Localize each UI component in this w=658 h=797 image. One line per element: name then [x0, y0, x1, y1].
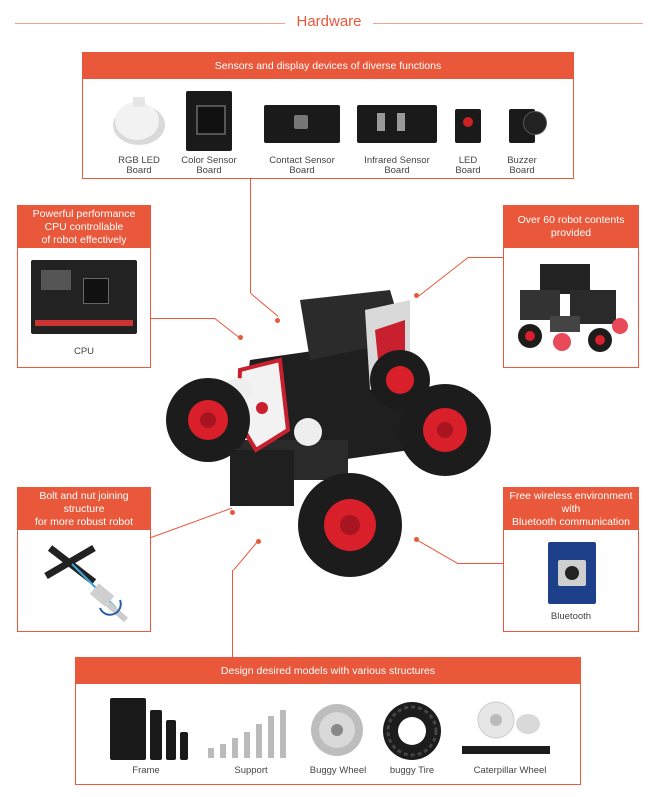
connector-cpu-dot — [238, 335, 243, 340]
bluetooth-board-image — [548, 542, 596, 604]
title-line-right — [373, 23, 643, 24]
frame-image-small-2 — [166, 720, 176, 760]
connector-sensors-dot — [275, 318, 280, 323]
wireless-panel: Free wireless environment with Bluetooth… — [503, 487, 639, 632]
robot-image — [166, 290, 491, 577]
page-title: Hardware — [0, 13, 658, 30]
cpu-heading: Powerful performance CPU controllable of… — [18, 206, 150, 248]
cpu-caption: CPU — [73, 346, 95, 357]
connector-wireless-h — [457, 563, 503, 564]
structures-heading: Design desired models with various struc… — [76, 658, 580, 684]
buzzer-board-image — [509, 109, 547, 143]
infrared-sensor-board-image — [357, 105, 437, 143]
structure-caption-support: Support — [234, 765, 268, 776]
color-sensor-board-image — [186, 91, 232, 151]
structure-caption-buggy-wheel: Buggy Wheel — [309, 765, 367, 776]
bolt-panel: Bolt and nut joining structure for more … — [17, 487, 151, 632]
structure-caption-frame: Frame — [132, 765, 160, 776]
connector-structures-v — [232, 570, 233, 657]
sensors-panel: Sensors and display devices of diverse f… — [82, 52, 574, 179]
frame-image-small-1 — [150, 710, 162, 760]
bluetooth-caption: Bluetooth — [550, 611, 592, 622]
robot-contents-image — [518, 264, 628, 352]
contents-heading: Over 60 robot contents provided — [504, 206, 638, 248]
structure-caption-buggy-tire: buggy Tire — [389, 765, 435, 776]
caterpillar-wheel-image — [462, 701, 550, 754]
cpu-board-image — [31, 260, 137, 334]
connector-contents-h — [468, 257, 503, 258]
led-board-image — [455, 109, 481, 143]
connector-contents-dot — [414, 293, 419, 298]
support-image — [208, 710, 286, 758]
buggy-tire-image — [383, 702, 441, 760]
buggy-wheel-image — [311, 704, 363, 756]
bolt-nut-image — [44, 544, 128, 623]
frame-image-small-3 — [180, 732, 188, 760]
connector-cpu-h — [151, 318, 215, 319]
rgb-led-board-image — [113, 97, 165, 145]
wireless-heading: Free wireless environment with Bluetooth… — [504, 488, 638, 530]
connector-structures-dot — [256, 539, 261, 544]
title-line-left — [15, 23, 285, 24]
connector-bolt-dot — [230, 510, 235, 515]
bolt-heading: Bolt and nut joining structure for more … — [18, 488, 150, 530]
connector-sensors-v — [250, 179, 251, 293]
structures-panel: Design desired models with various struc… — [75, 657, 581, 785]
cpu-panel: Powerful performance CPU controllable of… — [17, 205, 151, 368]
connector-wireless-dot — [414, 537, 419, 542]
structure-caption-caterpillar-wheel: Caterpillar Wheel — [473, 765, 547, 776]
frame-image — [110, 698, 146, 760]
sensors-heading: Sensors and display devices of diverse f… — [83, 53, 573, 79]
contact-sensor-board-image — [264, 105, 340, 143]
contents-panel: Over 60 robot contents provided — [503, 205, 639, 368]
